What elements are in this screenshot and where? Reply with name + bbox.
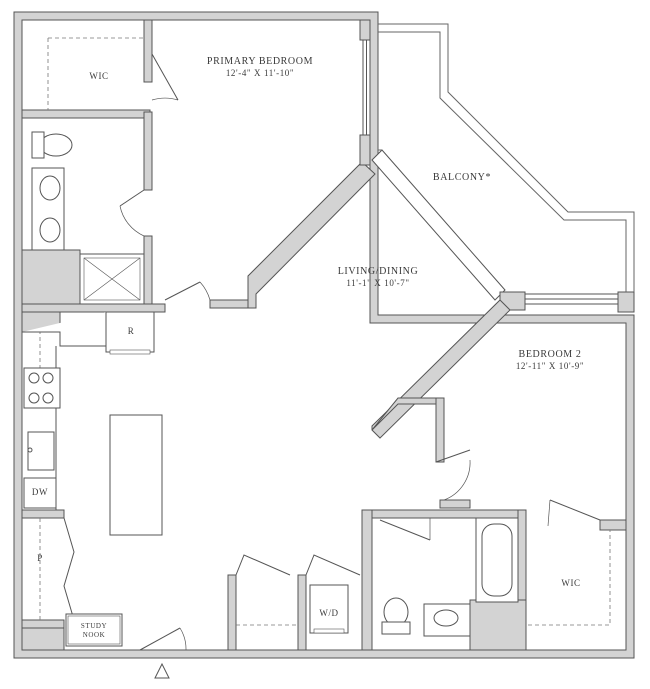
balcony-name: BALCONY* [433, 172, 491, 183]
entry-arrow-icon [154, 662, 170, 679]
bath2-fixtures [309, 517, 519, 637]
kitchen-sink-icon [27, 431, 55, 471]
washer-dryer-label: W/D [319, 608, 338, 618]
sink-icon [39, 217, 61, 243]
balcony-outline [378, 23, 635, 292]
study-nook-label-1: STUDY [81, 622, 107, 630]
dishwasher-label: DW [32, 487, 48, 497]
toilet-icon [39, 133, 73, 157]
refrigerator [105, 311, 155, 353]
range-icon [23, 367, 61, 409]
living-dining-name: LIVING/DINING [338, 266, 419, 277]
wic-bedroom2-label: WIC [561, 578, 580, 588]
kitchen-fixtures [22, 311, 163, 647]
sink-icon [39, 175, 61, 201]
labels: PRIMARY BEDROOM 12'-4" X 11'-10" BALCONY… [32, 56, 584, 639]
primary-bedroom-name: PRIMARY BEDROOM [207, 56, 313, 67]
primary-bath-fixtures [31, 131, 145, 305]
bedroom2-name: BEDROOM 2 [519, 349, 582, 360]
kitchen-island [109, 414, 163, 536]
study-nook-label-2: NOOK [83, 631, 106, 639]
doors [63, 53, 601, 651]
wic-primary-label: WIC [89, 71, 108, 81]
living-dining-dims: 11'-1" X 10'-7" [346, 278, 409, 288]
primary-bedroom-dims: 12'-4" X 11'-10" [226, 68, 294, 78]
pantry-label: P [37, 553, 43, 563]
refrigerator-label: R [128, 326, 135, 336]
windows [362, 39, 619, 305]
bedroom2-dims: 12'-11" X 10'-9" [516, 361, 584, 371]
